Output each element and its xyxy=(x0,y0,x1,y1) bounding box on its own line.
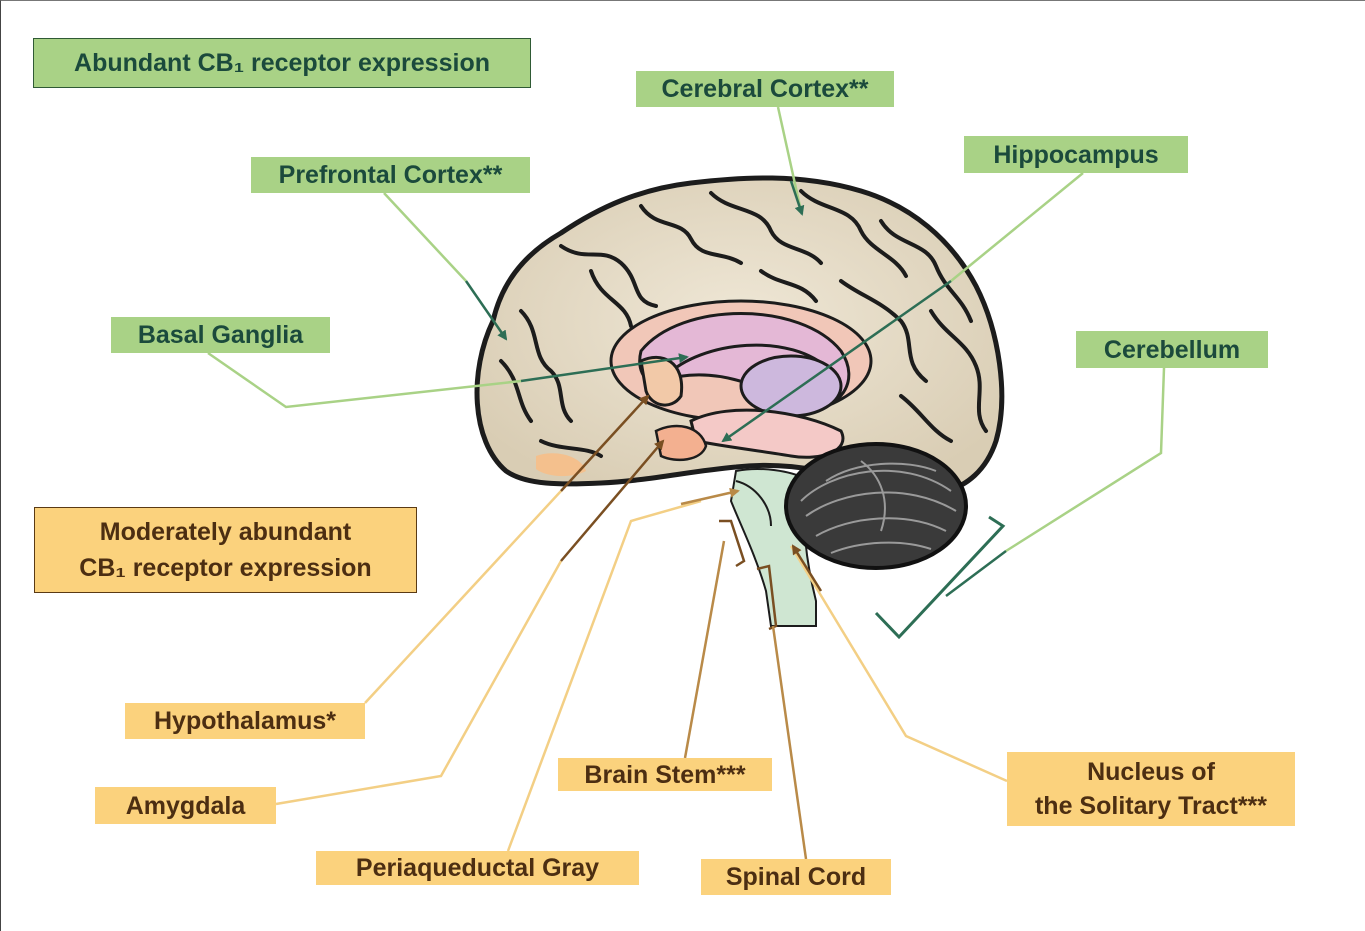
cerebellum-shape xyxy=(786,444,966,568)
legend-moderate-line1: Moderately abundant xyxy=(100,514,351,550)
label-nts-line1: Nucleus of xyxy=(1087,755,1215,789)
label-cerebellum-text: Cerebellum xyxy=(1104,333,1240,367)
label-hypothalamus-text: Hypothalamus* xyxy=(154,704,336,738)
legend-moderate: Moderately abundant CB₁ receptor express… xyxy=(34,507,417,593)
thalamus xyxy=(741,356,841,416)
label-spinal-cord: Spinal Cord xyxy=(701,859,891,895)
label-brain-stem-text: Brain Stem*** xyxy=(584,758,745,792)
label-amygdala-text: Amygdala xyxy=(126,789,245,823)
label-basal-ganglia-text: Basal Ganglia xyxy=(138,318,303,352)
legend-abundant-text: Abundant CB₁ receptor expression xyxy=(74,46,490,80)
label-hippocampus-text: Hippocampus xyxy=(993,138,1158,172)
label-hypothalamus: Hypothalamus* xyxy=(125,703,365,739)
label-cerebellum: Cerebellum xyxy=(1076,331,1268,368)
label-nts-line2: the Solitary Tract*** xyxy=(1035,789,1267,823)
label-periaqueductal-gray-text: Periaqueductal Gray xyxy=(356,851,599,885)
label-hippocampus: Hippocampus xyxy=(964,136,1188,173)
label-cerebral-cortex-text: Cerebral Cortex** xyxy=(661,72,868,106)
label-amygdala: Amygdala xyxy=(95,787,276,824)
legend-abundant: Abundant CB₁ receptor expression xyxy=(33,38,531,88)
label-prefrontal-cortex-text: Prefrontal Cortex** xyxy=(279,158,503,192)
label-spinal-cord-text: Spinal Cord xyxy=(726,860,866,894)
label-basal-ganglia: Basal Ganglia xyxy=(111,317,330,353)
label-nucleus-solitary-tract: Nucleus of the Solitary Tract*** xyxy=(1007,752,1295,826)
label-cerebral-cortex: Cerebral Cortex** xyxy=(636,71,894,107)
legend-moderate-line2: CB₁ receptor expression xyxy=(79,550,371,586)
label-prefrontal-cortex: Prefrontal Cortex** xyxy=(251,157,530,193)
label-brain-stem: Brain Stem*** xyxy=(558,758,772,791)
label-periaqueductal-gray: Periaqueductal Gray xyxy=(316,851,639,885)
